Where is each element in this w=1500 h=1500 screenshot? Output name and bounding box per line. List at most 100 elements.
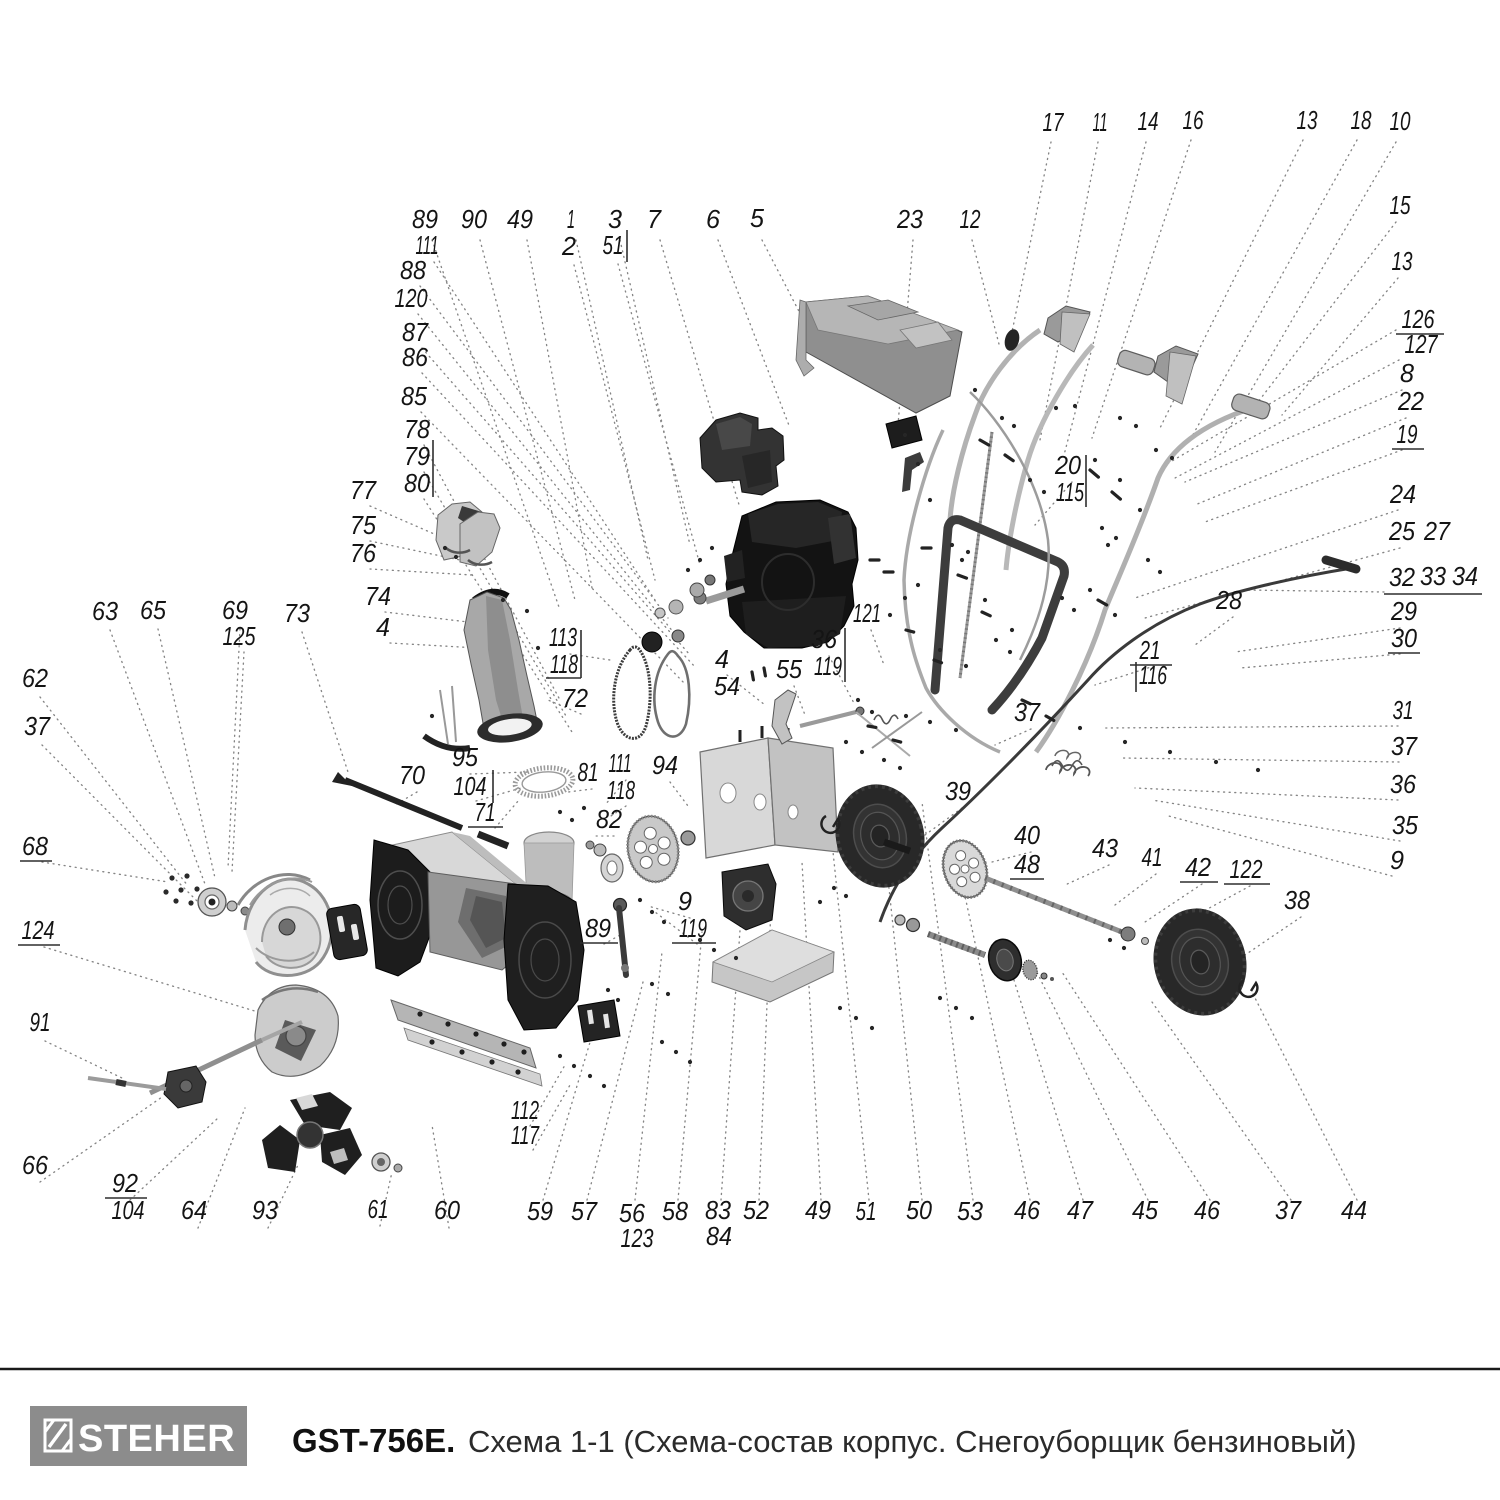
svg-text:37: 37 xyxy=(24,711,51,741)
svg-text:7: 7 xyxy=(647,204,662,234)
svg-text:93: 93 xyxy=(252,1195,278,1225)
svg-text:17: 17 xyxy=(1043,107,1065,137)
svg-text:118: 118 xyxy=(607,775,635,805)
svg-text:90: 90 xyxy=(461,204,487,234)
svg-text:4: 4 xyxy=(376,612,390,642)
svg-text:31: 31 xyxy=(1393,695,1414,725)
svg-text:51: 51 xyxy=(603,230,624,260)
svg-text:18: 18 xyxy=(1351,105,1372,135)
svg-text:123: 123 xyxy=(621,1223,654,1253)
svg-text:37: 37 xyxy=(1391,731,1418,761)
svg-text:STEHER: STEHER xyxy=(78,1418,235,1460)
svg-text:19: 19 xyxy=(1397,419,1418,449)
svg-text:10: 10 xyxy=(1390,106,1411,136)
svg-text:57: 57 xyxy=(571,1196,598,1226)
svg-text:69: 69 xyxy=(222,595,248,625)
svg-text:50: 50 xyxy=(906,1195,932,1225)
svg-text:2: 2 xyxy=(561,231,576,261)
svg-text:33: 33 xyxy=(1420,561,1446,591)
svg-text:13: 13 xyxy=(1392,246,1413,276)
svg-text:40: 40 xyxy=(1014,820,1040,850)
svg-text:35: 35 xyxy=(1392,810,1418,840)
svg-text:116: 116 xyxy=(1139,660,1167,690)
svg-text:79: 79 xyxy=(404,441,430,471)
svg-text:41: 41 xyxy=(1142,842,1163,872)
svg-text:GST-756E.: GST-756E. xyxy=(292,1422,455,1459)
svg-text:83: 83 xyxy=(705,1195,731,1225)
svg-text:125: 125 xyxy=(223,621,256,651)
svg-text:12: 12 xyxy=(960,204,981,234)
svg-text:104: 104 xyxy=(454,771,487,801)
svg-text:20: 20 xyxy=(1054,450,1081,480)
svg-text:39: 39 xyxy=(945,776,971,806)
svg-text:77: 77 xyxy=(350,475,377,505)
svg-text:86: 86 xyxy=(402,342,428,372)
svg-text:63: 63 xyxy=(92,596,118,626)
svg-text:95: 95 xyxy=(452,742,478,772)
svg-text:15: 15 xyxy=(1390,190,1411,220)
svg-text:46: 46 xyxy=(1014,1195,1040,1225)
svg-text:47: 47 xyxy=(1067,1195,1094,1225)
svg-text:5: 5 xyxy=(750,203,765,233)
svg-text:32: 32 xyxy=(1389,562,1415,592)
svg-text:66: 66 xyxy=(22,1150,48,1180)
svg-text:72: 72 xyxy=(562,683,588,713)
svg-text:121: 121 xyxy=(853,598,881,628)
svg-text:126: 126 xyxy=(1402,304,1435,334)
svg-text:61: 61 xyxy=(368,1194,389,1224)
svg-text:111: 111 xyxy=(609,748,632,778)
svg-text:56: 56 xyxy=(619,1198,645,1228)
svg-text:64: 64 xyxy=(181,1195,207,1225)
svg-text:119: 119 xyxy=(814,651,842,681)
svg-text:9: 9 xyxy=(678,886,692,916)
svg-text:89: 89 xyxy=(412,204,438,234)
svg-text:115: 115 xyxy=(1056,477,1084,507)
svg-text:22: 22 xyxy=(1397,386,1424,416)
svg-text:89: 89 xyxy=(585,913,611,943)
svg-text:11: 11 xyxy=(1093,107,1108,137)
svg-text:51: 51 xyxy=(856,1196,877,1226)
svg-text:1: 1 xyxy=(567,204,575,234)
svg-text:14: 14 xyxy=(1138,106,1159,136)
svg-text:85: 85 xyxy=(401,381,427,411)
svg-text:48: 48 xyxy=(1014,849,1040,879)
svg-text:58: 58 xyxy=(662,1196,688,1226)
svg-text:87: 87 xyxy=(402,317,429,347)
svg-text:30: 30 xyxy=(1391,623,1417,653)
svg-text:74: 74 xyxy=(365,581,391,611)
svg-text:6: 6 xyxy=(706,204,721,234)
svg-text:84: 84 xyxy=(706,1221,732,1251)
svg-text:104: 104 xyxy=(112,1195,145,1225)
svg-text:34: 34 xyxy=(1452,561,1478,591)
svg-text:Схема 1-1 (Схема-состав корпус: Схема 1-1 (Схема-состав корпус. Снегоубо… xyxy=(468,1424,1357,1459)
svg-text:68: 68 xyxy=(22,831,48,861)
svg-text:119: 119 xyxy=(679,913,707,943)
svg-text:46: 46 xyxy=(1194,1195,1220,1225)
svg-text:92: 92 xyxy=(112,1168,138,1198)
svg-text:117: 117 xyxy=(511,1120,540,1150)
svg-text:37: 37 xyxy=(1275,1195,1302,1225)
svg-text:52: 52 xyxy=(743,1195,769,1225)
svg-text:23: 23 xyxy=(896,204,923,234)
svg-text:73: 73 xyxy=(284,598,310,628)
svg-text:36: 36 xyxy=(1390,769,1416,799)
svg-text:65: 65 xyxy=(140,595,166,625)
svg-text:49: 49 xyxy=(805,1195,831,1225)
svg-text:21: 21 xyxy=(1139,635,1161,665)
svg-text:4: 4 xyxy=(715,644,729,674)
svg-text:28: 28 xyxy=(1215,585,1242,615)
svg-text:91: 91 xyxy=(30,1007,51,1037)
svg-text:3: 3 xyxy=(608,204,623,234)
svg-text:113: 113 xyxy=(549,622,577,652)
svg-text:16: 16 xyxy=(1183,105,1204,135)
svg-text:43: 43 xyxy=(1092,833,1118,863)
svg-text:38: 38 xyxy=(1284,885,1310,915)
svg-text:36: 36 xyxy=(811,624,837,654)
svg-text:49: 49 xyxy=(507,204,533,234)
svg-text:27: 27 xyxy=(1423,516,1451,546)
svg-text:60: 60 xyxy=(434,1195,460,1225)
svg-text:88: 88 xyxy=(400,255,426,285)
svg-text:75: 75 xyxy=(350,510,376,540)
svg-text:44: 44 xyxy=(1341,1195,1367,1225)
svg-text:70: 70 xyxy=(399,760,425,790)
